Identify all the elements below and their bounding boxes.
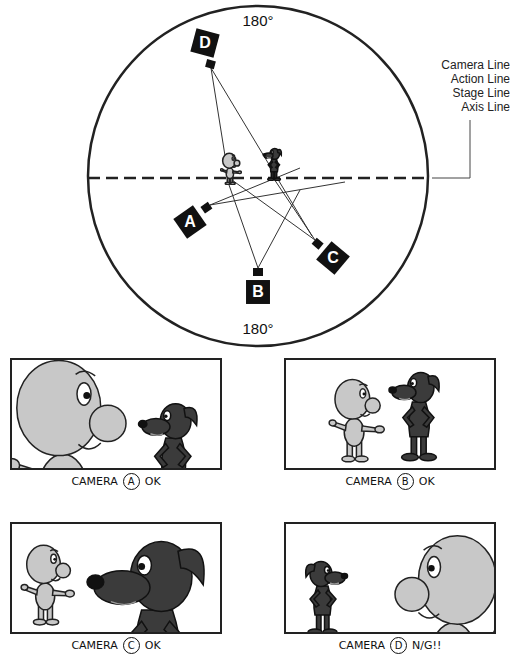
camera-letter: D bbox=[188, 26, 222, 60]
caption-text: CAMERA bbox=[345, 475, 391, 488]
caption-text: OK bbox=[145, 639, 161, 652]
camera-letter: A bbox=[123, 473, 140, 490]
camera-lens bbox=[200, 59, 323, 276]
axis-label: Camera Line bbox=[441, 58, 510, 72]
stage-circle: 180° 180° D A C B bbox=[86, 4, 430, 348]
camera-letter: D bbox=[390, 637, 407, 654]
camera-box: B bbox=[241, 275, 275, 309]
panel-frame bbox=[284, 358, 496, 470]
panel-caption: CAMERA B OK bbox=[284, 473, 496, 490]
sight-lines bbox=[210, 68, 345, 268]
storyboard-panel: CAMERA D N/G!! bbox=[284, 522, 496, 656]
degree-label-holder: 180° bbox=[86, 12, 430, 30]
degree-label: 180° bbox=[240, 320, 275, 337]
caption-text: OK bbox=[419, 475, 435, 488]
panel-art bbox=[329, 373, 439, 462]
axis-line bbox=[88, 177, 430, 180]
panel-art bbox=[10, 360, 197, 470]
caption-text: CAMERA bbox=[71, 639, 117, 652]
panel-frame bbox=[10, 358, 222, 470]
axis-label: Axis Line bbox=[441, 100, 510, 114]
panel-art bbox=[306, 536, 496, 634]
characters bbox=[220, 148, 281, 184]
caption-text: OK bbox=[145, 475, 161, 488]
storyboard-panel: CAMERA C OK bbox=[10, 522, 222, 656]
panel-frame bbox=[10, 522, 222, 634]
camera-letter: A bbox=[173, 205, 207, 239]
degree-label-holder: 180° bbox=[86, 320, 430, 338]
caption-text: CAMERA bbox=[71, 475, 117, 488]
camera-letter: B bbox=[397, 473, 414, 490]
panel-caption: CAMERA C OK bbox=[10, 637, 222, 654]
panel-frame bbox=[284, 522, 496, 634]
caption-text: N/G!! bbox=[412, 639, 441, 652]
camera-box: A bbox=[173, 205, 207, 239]
storyboard-panel: CAMERA A OK bbox=[10, 358, 222, 492]
storyboard-panel: CAMERA B OK bbox=[284, 358, 496, 492]
camera-letter: C bbox=[123, 637, 140, 654]
panel-caption: CAMERA A OK bbox=[10, 473, 222, 490]
camera-letter: B bbox=[241, 275, 275, 309]
panel-caption: CAMERA D N/G!! bbox=[284, 637, 496, 654]
caption-text: CAMERA bbox=[339, 639, 385, 652]
axis-label: Action Line bbox=[441, 72, 510, 86]
camera-letter: C bbox=[316, 241, 350, 275]
leader-line bbox=[432, 120, 470, 178]
panel-art bbox=[21, 541, 204, 634]
camera-box: C bbox=[316, 241, 350, 275]
axis-label: Stage Line bbox=[441, 86, 510, 100]
degree-label: 180° bbox=[240, 12, 275, 29]
camera-box: D bbox=[188, 26, 222, 60]
